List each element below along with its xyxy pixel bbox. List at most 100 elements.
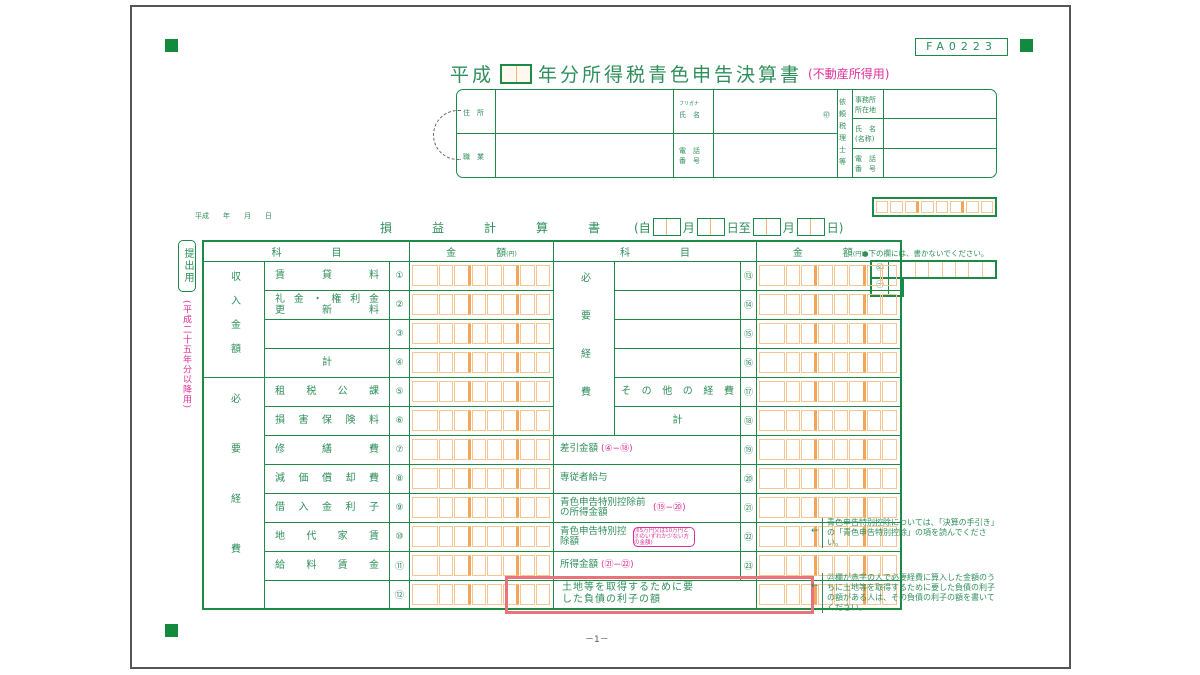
item-label: 専従者給与	[553, 463, 741, 494]
row-number: ⑳	[740, 463, 757, 494]
taxpayer-info-box: 住 所 職 業 フリガナ 氏 名 ㊞ 電 話 番 号 依頼税理士等 事務所所在地…	[456, 89, 997, 178]
from-day-input[interactable]	[696, 218, 725, 236]
amount-field-11[interactable]	[409, 550, 554, 581]
item-label	[264, 318, 390, 349]
item-label: 給料賃金	[264, 550, 390, 581]
row-number: ⑱	[740, 405, 757, 436]
header-amount: 金 額(円)	[756, 240, 901, 262]
amount-field-15[interactable]	[756, 318, 901, 349]
month-label: 月	[682, 220, 695, 235]
registration-mark	[165, 624, 178, 637]
amount-field-20[interactable]	[756, 463, 901, 494]
item-label: 借入金利子	[264, 492, 390, 523]
item-label	[614, 318, 741, 349]
reference-number-box[interactable]	[872, 197, 997, 217]
header-amount: 金 額(円)	[409, 240, 554, 262]
name-label: 氏 名	[679, 111, 700, 119]
row-number: ㉑	[740, 492, 757, 523]
row-number: ③	[389, 318, 410, 349]
to-month-input[interactable]	[752, 218, 781, 236]
day-label: 日)	[826, 220, 844, 235]
item-label: 損害保険料	[264, 405, 390, 436]
row-number: ②	[389, 289, 410, 320]
row-number: ⑪	[389, 550, 410, 581]
amount-field-14[interactable]	[756, 289, 901, 320]
row-number: ⑯	[740, 347, 757, 378]
month-label: 月	[782, 220, 795, 235]
table-row: ⑫ 土地等を取得するために要した負債の利子の額	[203, 579, 901, 610]
item-label: 租税公課	[264, 376, 390, 407]
statement-title: 損 益 計 算 書	[380, 220, 615, 235]
row-number: ⑲	[740, 434, 757, 465]
title-main: 年分所得税青色申告決算書	[538, 64, 803, 86]
category-expenses: 必要経費	[202, 376, 265, 610]
statement-heading: 損 益 計 算 書 (自 月 日 至 月 日)	[380, 218, 843, 236]
row-number: ⑥	[389, 405, 410, 436]
item-label: 地代家賃	[264, 521, 390, 552]
amount-field-3[interactable]	[409, 318, 554, 349]
title-era: 平成	[450, 64, 495, 86]
amount-field-8[interactable]	[409, 463, 554, 494]
amount-field-10[interactable]	[409, 521, 554, 552]
row-number: ⑫	[389, 579, 410, 610]
form-title: 平成 年分所得税青色申告決算書 (不動産所得用)	[450, 60, 889, 87]
item-label: 土地等を取得するために要した負債の利子の額	[553, 579, 757, 610]
amount-field-12[interactable]	[409, 579, 554, 610]
row-number: ⑤	[389, 376, 410, 407]
submission-copy-tab: 提出用	[178, 240, 196, 292]
header-item: 科 目	[202, 240, 410, 262]
year-input[interactable]	[500, 63, 533, 84]
period-from: (自	[634, 220, 651, 235]
row-number: ㉒	[740, 521, 757, 552]
item-label: 礼金・権利金 更 新 料	[264, 289, 390, 320]
item-label	[614, 347, 741, 378]
item-label	[264, 579, 390, 610]
calc-formula: (65万円又は10万円と㉑のいずれか少ない方の金額)	[633, 526, 696, 547]
agent-phone-label: 電 話番 号	[855, 155, 876, 173]
address-label: 住 所	[463, 109, 484, 117]
submission-date: 平成 年 月 日	[195, 212, 272, 220]
amount-field-17[interactable]	[756, 376, 901, 407]
amount-field-1[interactable]	[409, 260, 554, 291]
item-label: 賃 貸 料	[264, 260, 390, 291]
amount-field-19[interactable]	[756, 434, 901, 465]
from-month-input[interactable]	[652, 218, 681, 236]
furigana-label: フリガナ	[679, 101, 700, 107]
amount-field-16[interactable]	[756, 347, 901, 378]
calc-formula: (⑲−⑳)	[653, 502, 686, 513]
amount-field-13[interactable]	[756, 260, 901, 291]
period-to: 至	[738, 220, 751, 235]
page-number: －1－	[585, 635, 609, 645]
row-number: ⑮	[740, 318, 757, 349]
item-label: 修 繕 費	[264, 434, 390, 465]
amount-field-5[interactable]	[409, 376, 554, 407]
office-only-note: ●下の欄には、書かないでください。	[862, 249, 989, 258]
amount-field-6[interactable]	[409, 405, 554, 436]
amount-field-2[interactable]	[409, 289, 554, 320]
amount-field-9[interactable]	[409, 492, 554, 523]
row-number: ⑦	[389, 434, 410, 465]
item-label: 青色申告特別控除額 (65万円又は10万円と㉑のいずれか少ない方の金額)	[553, 521, 741, 552]
header-item: 科 目	[553, 240, 757, 262]
amount-field-18[interactable]	[756, 405, 901, 436]
to-day-input[interactable]	[796, 218, 825, 236]
row-number: ⑰	[740, 376, 757, 407]
amount-field-7[interactable]	[409, 434, 554, 465]
page-frame	[130, 5, 1071, 669]
note-blue-deduction: 青色申告特別控除については、「決算の手引き」の「青色申告特別控除」の項を読んでく…	[811, 518, 1002, 548]
amount-field-4[interactable]	[409, 347, 554, 378]
registration-mark	[165, 39, 178, 52]
form-code: FA0223	[915, 38, 1008, 56]
row-number: ①	[389, 260, 410, 291]
item-label: 差引金額 (④−⑱)	[553, 434, 741, 465]
row-number: ㉓	[740, 550, 757, 581]
